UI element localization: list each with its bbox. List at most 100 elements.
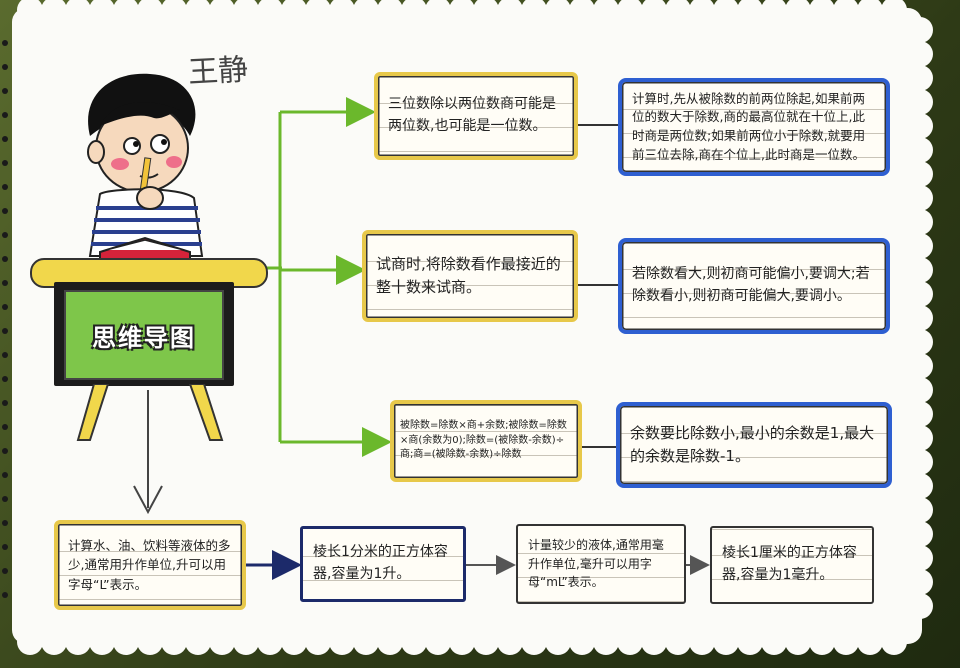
- liter-intro-text: 计算水、油、饮料等液体的多少,通常用升作单位,升可以用字母“L”表示。: [68, 537, 231, 592]
- scallop-bump: [425, 629, 451, 655]
- scallop-bump: [907, 113, 933, 139]
- rule-box-2: 试商时,将除数看作最接近的整十数来试商。: [362, 230, 578, 322]
- scallop-bump: [907, 137, 933, 163]
- binder-hole: [2, 208, 8, 214]
- boy-reading-illustration: [87, 73, 204, 263]
- milliliter-cube-text: 棱长1厘米的正方体容器,容量为1毫升。: [722, 545, 857, 583]
- detail-text-3: 余数要比除数小,最小的余数是1,最大的余数是除数-1。: [630, 423, 875, 465]
- milliliter-cube-box: 棱长1厘米的正方体容器,容量为1毫升。: [710, 526, 874, 604]
- binder-hole: [2, 592, 8, 598]
- binder-hole: [2, 352, 8, 358]
- scallop-bump: [737, 629, 763, 655]
- binder-hole: [2, 280, 8, 286]
- scallop-bump: [617, 0, 643, 23]
- scallop-bump: [233, 629, 259, 655]
- scallop-bump: [785, 0, 811, 23]
- scallop-bump: [473, 629, 499, 655]
- scallop-bump: [689, 629, 715, 655]
- scallop-bump: [401, 0, 427, 23]
- scallop-bump: [617, 629, 643, 655]
- scallop-bump: [233, 0, 259, 23]
- binder-hole: [2, 472, 8, 478]
- scallop-bump: [881, 0, 907, 23]
- scallop-bump: [353, 629, 379, 655]
- scallop-bump: [545, 629, 571, 655]
- scallop-bump: [65, 0, 91, 23]
- binder-hole: [2, 496, 8, 502]
- scallop-bump: [425, 0, 451, 23]
- scallop-bump: [113, 629, 139, 655]
- binder-hole: [2, 544, 8, 550]
- scallop-bump: [113, 0, 139, 23]
- scallop-bump: [907, 449, 933, 475]
- rule-box-1: 三位数除以两位数商可能是两位数,也可能是一位数。: [374, 72, 578, 160]
- binder-hole: [2, 256, 8, 262]
- scallop-bump: [809, 629, 835, 655]
- scallop-bump: [907, 521, 933, 547]
- scallop-bump: [907, 281, 933, 307]
- scallop-bump: [785, 629, 811, 655]
- scallop-bump: [689, 0, 715, 23]
- scallop-bump: [907, 569, 933, 595]
- milliliter-intro-text: 计量较少的液体,通常用毫升作单位,毫升可以用字母“mL”表示。: [528, 538, 664, 590]
- scallop-bump: [907, 209, 933, 235]
- binder-hole: [2, 304, 8, 310]
- scallop-bump: [521, 0, 547, 23]
- connector-down-arrowhead: [133, 485, 163, 515]
- scallop-bump: [89, 0, 115, 23]
- scallop-bump: [737, 0, 763, 23]
- scallop-bump: [907, 353, 933, 379]
- scallop-bump: [377, 0, 403, 23]
- scallop-bump: [641, 629, 667, 655]
- scallop-bump: [833, 629, 859, 655]
- scallop-bump: [449, 629, 475, 655]
- binder-hole: [2, 232, 8, 238]
- binder-hole: [2, 448, 8, 454]
- scallop-bump: [833, 0, 859, 23]
- binder-hole: [2, 184, 8, 190]
- binder-hole: [2, 328, 8, 334]
- scallop-bump: [907, 161, 933, 187]
- binder-hole: [2, 568, 8, 574]
- scallop-bump: [209, 0, 235, 23]
- binder-hole: [2, 160, 8, 166]
- scallop-bump: [329, 629, 355, 655]
- rule-box-3: 被除数=除数×商+余数;被除数=除数×商(余数为0);除数=(被除数-余数)÷商…: [390, 400, 582, 482]
- liter-cube-text: 棱长1分米的正方体容器,容量为1升。: [313, 544, 448, 582]
- milliliter-intro-box: 计量较少的液体,通常用毫升作单位,毫升可以用字母“mL”表示。: [516, 524, 686, 604]
- scallop-bump: [257, 0, 283, 23]
- scallop-bump: [713, 0, 739, 23]
- scallop-bump: [593, 629, 619, 655]
- binder-hole: [2, 520, 8, 526]
- scallop-bump: [907, 17, 933, 43]
- scallop-bump: [907, 41, 933, 67]
- scallop-bump: [907, 497, 933, 523]
- scallop-bump: [305, 629, 331, 655]
- detail-text-2: 若除数看大,则初商可能偏小,要调大;若除数看小,则初商可能偏大,要调小。: [632, 266, 870, 304]
- scallop-bump: [329, 0, 355, 23]
- detail-box-1: 计算时,先从被除数的前两位除起,如果前两位的数大于除数,商的最高位就在十位上,此…: [618, 78, 890, 176]
- scallop-bump: [161, 629, 187, 655]
- rule-text-3: 被除数=除数×商+余数;被除数=除数×商(余数为0);除数=(被除数-余数)÷商…: [400, 420, 567, 461]
- scallop-bump: [907, 329, 933, 355]
- scallop-bump: [377, 629, 403, 655]
- scallop-bump: [809, 0, 835, 23]
- scallop-bump: [257, 629, 283, 655]
- scallop-bump: [857, 0, 883, 23]
- scallop-bump: [881, 629, 907, 655]
- scallop-bump: [907, 305, 933, 331]
- desk-legs: [76, 384, 224, 441]
- rule-text-2: 试商时,将除数看作最接近的整十数来试商。: [376, 254, 561, 296]
- scallop-bump: [713, 629, 739, 655]
- scallop-bump: [401, 629, 427, 655]
- scallop-bump: [65, 629, 91, 655]
- scallop-bump: [641, 0, 667, 23]
- scallop-bump: [137, 629, 163, 655]
- scallop-bump: [907, 425, 933, 451]
- scallop-bump: [665, 0, 691, 23]
- detail-box-3: 余数要比除数小,最小的余数是1,最大的余数是除数-1。: [616, 402, 892, 488]
- scallop-bump: [41, 629, 67, 655]
- scallop-bump: [761, 0, 787, 23]
- rule-text-1: 三位数除以两位数商可能是两位数,也可能是一位数。: [388, 96, 556, 134]
